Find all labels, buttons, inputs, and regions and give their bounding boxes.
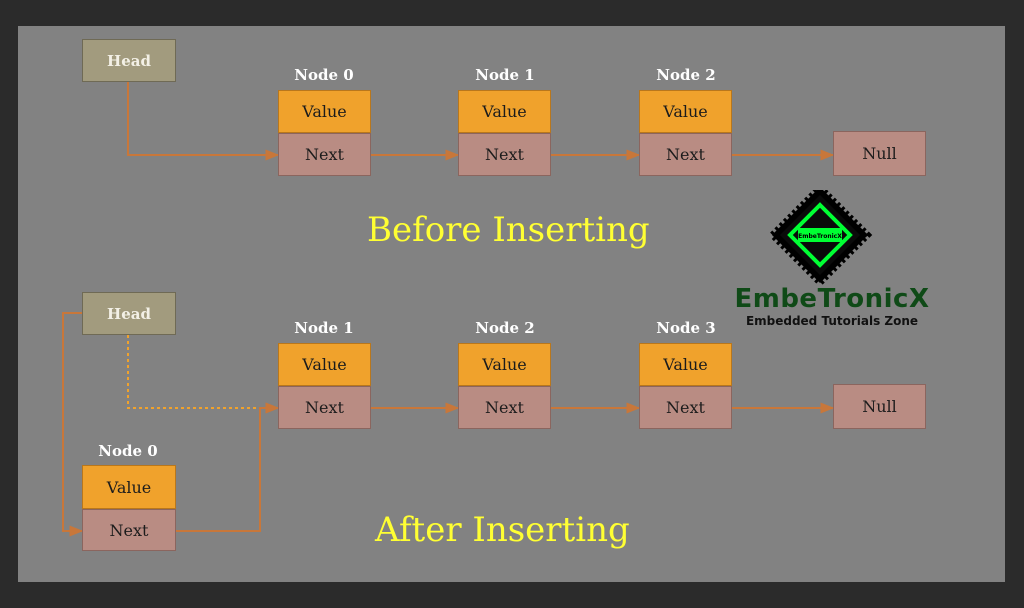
- node-label-after-1: Node 1: [294, 319, 354, 337]
- arrow-head-old-dotted: [127, 335, 280, 414]
- caption-after: After Inserting: [375, 510, 630, 550]
- node-label-before-1: Node 1: [475, 66, 535, 84]
- null-box-before: Null: [833, 131, 926, 176]
- next-cell-inserted: Next: [82, 509, 176, 551]
- next-cell-before-1: Next: [458, 133, 551, 176]
- value-cell-before-0: Value: [278, 90, 371, 133]
- value-cell-after-2: Value: [458, 343, 551, 386]
- head-box-after: Head: [82, 292, 176, 335]
- value-cell-before-2: Value: [639, 90, 732, 133]
- null-box-after: Null: [833, 384, 926, 429]
- node-label-before-2: Node 2: [656, 66, 716, 84]
- logo-title: EmbeTronicX: [734, 284, 930, 314]
- head-box-before: Head: [82, 39, 176, 82]
- node-label-after-3: Node 3: [656, 319, 716, 337]
- logo-diamond-green: [787, 202, 853, 268]
- next-cell-before-0: Next: [278, 133, 371, 176]
- logo-subtitle: Embedded Tutorials Zone: [745, 314, 919, 328]
- next-cell-before-2: Next: [639, 133, 732, 176]
- arrow-head-to-node0: [127, 82, 280, 161]
- next-cell-after-3: Next: [639, 386, 732, 429]
- arrow-new-node0-to-node1: [138, 402, 280, 532]
- caption-before: Before Inserting: [367, 210, 650, 250]
- node-label-before-0: Node 0: [294, 66, 354, 84]
- next-cell-after-1: Next: [278, 386, 371, 429]
- arrow-head-to-new-node0: [62, 312, 84, 537]
- embetronicx-logo: EmbeTronicX: [767, 190, 873, 288]
- value-cell-before-1: Value: [458, 90, 551, 133]
- value-cell-inserted: Value: [82, 465, 176, 509]
- node-label-after-2: Node 2: [475, 319, 535, 337]
- value-cell-after-1: Value: [278, 343, 371, 386]
- node-label-inserted: Node 0: [98, 442, 158, 460]
- logo-badge-text: EmbeTronicX: [798, 233, 842, 240]
- value-cell-after-3: Value: [639, 343, 732, 386]
- next-cell-after-2: Next: [458, 386, 551, 429]
- logo-badge: [798, 228, 842, 242]
